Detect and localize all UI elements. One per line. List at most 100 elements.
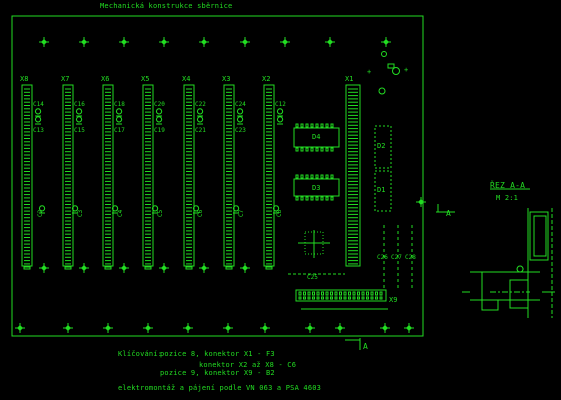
connector-x2-pins: [266, 88, 272, 265]
x9-pin: [325, 296, 329, 300]
connector-x6-pins: [105, 88, 111, 265]
connector-x5-pins: [145, 88, 151, 265]
connector-x4: [183, 84, 195, 267]
x9-pin: [321, 291, 324, 296]
chip-pin: [295, 174, 299, 179]
connector-foot: [23, 266, 31, 270]
chip-pin: [330, 147, 334, 152]
chip-pin: [310, 174, 314, 179]
side-cap-label: C5: [157, 209, 164, 217]
cap-label-c28: C28: [405, 254, 416, 261]
connector-label-x2: X2: [262, 75, 270, 83]
cap-label: C13: [33, 127, 44, 134]
connector-label-x6: X6: [101, 75, 109, 83]
connector-foot: [144, 266, 152, 270]
chip-pin: [315, 174, 319, 179]
capacitor-symbol: [236, 116, 244, 123]
capacitor-symbol: [196, 108, 204, 115]
connector-label-x4: X4: [182, 75, 190, 83]
component-small: [387, 63, 395, 69]
connector-x6: [102, 84, 114, 267]
side-capacitor: [272, 205, 280, 212]
connector-label-x9: X9: [389, 296, 397, 304]
section-pin-block: [509, 279, 529, 309]
x9-pin: [330, 296, 333, 300]
cap-label: C17: [114, 127, 125, 134]
chip-pin: [315, 123, 319, 128]
x9-pin: [303, 296, 306, 300]
side-capacitor: [151, 205, 159, 212]
chip-pin: [295, 147, 299, 152]
connector-x4-pins: [186, 88, 192, 265]
side-capacitor: [111, 205, 119, 212]
x9-pin: [343, 296, 347, 300]
x9-pin: [321, 296, 324, 300]
capacitor-symbol: [155, 116, 163, 123]
capacitor-symbol: [155, 108, 163, 115]
connector-x8-pins: [24, 88, 30, 265]
capacitor-symbol: [34, 108, 42, 115]
capacitor-symbol: [115, 108, 123, 115]
x9-pin: [312, 296, 315, 300]
chip-d4: [293, 127, 340, 148]
connector-x5: [142, 84, 154, 267]
chip-pin: [300, 147, 304, 152]
section-marker-a-bottom: A: [363, 342, 368, 351]
x9-pin: [343, 291, 347, 296]
x9-pin: [357, 291, 360, 296]
section-title: ŘEZ A-A: [490, 181, 526, 190]
capacitor-symbol: [75, 108, 83, 115]
cap-label: C12: [275, 101, 286, 108]
connector-x3-pins: [226, 88, 232, 265]
x9-pin: [379, 291, 383, 296]
chip-pin: [325, 174, 329, 179]
chip-pin: [325, 123, 329, 128]
connector-label-x1: X1: [345, 75, 353, 83]
chip-pin: [300, 174, 304, 179]
x9-pin: [334, 291, 338, 296]
component-dot: [381, 51, 387, 57]
chip-d2: [374, 125, 392, 169]
chip-pin: [320, 196, 324, 201]
x9-pin: [348, 296, 351, 300]
connector-x7-pins: [65, 88, 71, 265]
capacitor-symbol: [75, 116, 83, 123]
connector-x1: [345, 84, 361, 267]
side-cap-label: C2: [37, 209, 44, 217]
x9-pin: [303, 291, 306, 296]
chip-pin: [305, 147, 309, 152]
legend-label: Klíčování:: [118, 350, 163, 358]
plus-marker: +: [404, 66, 408, 74]
side-cap-label: C4: [117, 209, 124, 217]
connector-label-x8: X8: [20, 75, 28, 83]
x9-pin: [316, 296, 320, 300]
x9-pin: [352, 291, 356, 296]
x9-pin: [366, 291, 369, 296]
chip-label-d2: D2: [377, 142, 385, 150]
legend-line-2: konektor X2 až X8 - C6: [199, 361, 297, 369]
cap-label-c27: C27: [391, 254, 402, 261]
side-capacitor: [71, 205, 79, 212]
connector-x2: [263, 84, 275, 267]
chip-pin: [315, 147, 319, 152]
chip-pin: [310, 147, 314, 152]
x9-pin: [370, 291, 374, 296]
connector-foot: [104, 266, 112, 270]
connector-foot: [225, 266, 233, 270]
chip-pin: [295, 123, 299, 128]
assembly-note: elektromontáž a pájení podle VN 063 a PS…: [118, 384, 322, 392]
chip-pin: [300, 123, 304, 128]
cap-label: C23: [235, 127, 246, 134]
x9-pin: [361, 291, 365, 296]
connector-x3: [223, 84, 235, 267]
x9-pin: [379, 296, 383, 300]
drawing-title: Mechanická konstrukce sběrnice: [100, 2, 233, 10]
chip-pin: [315, 196, 319, 201]
chip-pin: [305, 196, 309, 201]
capacitor-symbol: [276, 116, 284, 123]
section-hole: [516, 265, 524, 273]
connector-x1-pins: [348, 88, 358, 265]
x9-pin: [298, 291, 302, 296]
side-capacitor: [38, 205, 46, 212]
